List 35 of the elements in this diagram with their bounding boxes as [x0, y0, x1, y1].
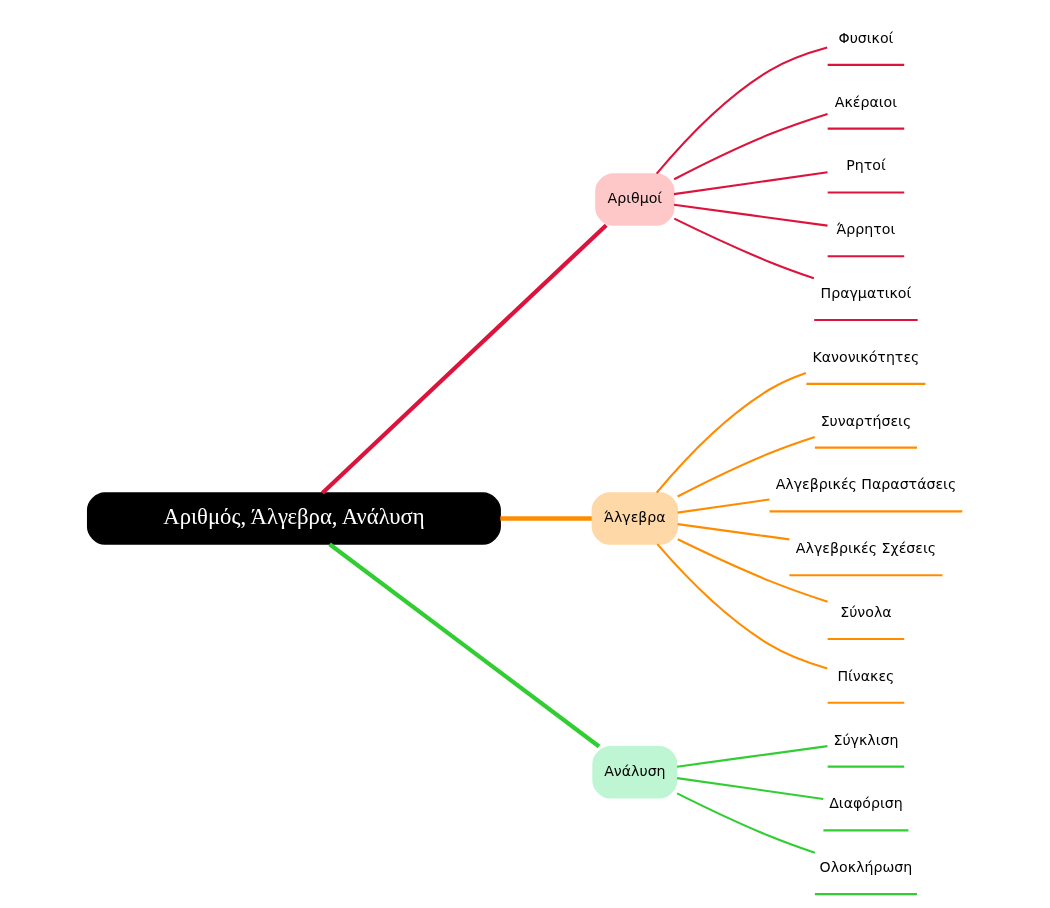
node-text: Συναρτήσεις — [820, 412, 912, 429]
node-box: Αριθμός, Άλγεβρα, Ανάλυση — [86, 492, 501, 545]
node-box: Ανάλυση — [592, 746, 678, 799]
node-text: Αλγεβρικές Σχέσεις — [795, 540, 937, 557]
connector — [328, 542, 601, 749]
node-text: Ολοκλήρωση — [819, 859, 913, 876]
node-box: Αριθμοί — [595, 173, 675, 226]
connector — [500, 516, 592, 521]
connector — [676, 745, 828, 768]
node-box: Άλγεβρα — [591, 492, 679, 545]
node-text: Άρρητοι — [836, 221, 896, 238]
connector — [677, 498, 770, 514]
node-text: Πίνακες — [837, 667, 895, 684]
node-text: Σύγκλιση — [833, 731, 899, 748]
connector — [673, 203, 828, 227]
connector — [676, 792, 816, 854]
connector — [676, 777, 824, 801]
node-text: Ρητοί — [846, 157, 886, 174]
node-text: Σύνολα — [840, 604, 892, 621]
node-text: Πραγματικοί — [820, 285, 912, 302]
node-text: Ακέραιοι — [834, 93, 898, 110]
node-text: Αλγεβρικές Παραστάσεις — [775, 476, 957, 493]
connector — [677, 523, 790, 541]
connector — [673, 112, 828, 181]
connector — [655, 371, 807, 494]
connector — [673, 217, 815, 280]
connector — [655, 46, 828, 175]
connector — [673, 171, 828, 196]
node-text: Διαφόριση — [829, 795, 903, 812]
connector — [321, 223, 608, 495]
connector — [677, 538, 828, 603]
node-text: Φυσικοί — [838, 29, 894, 46]
connector — [656, 543, 828, 670]
connector — [677, 436, 816, 498]
node-text: Κανονικότητες — [812, 348, 920, 365]
